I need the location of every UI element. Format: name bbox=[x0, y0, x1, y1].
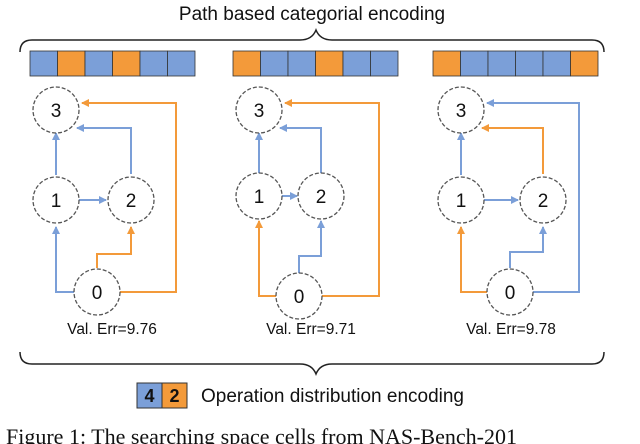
node-3 bbox=[32, 86, 80, 134]
node-3 bbox=[235, 86, 283, 134]
node-1 bbox=[437, 176, 485, 224]
node-2-label: 2 bbox=[538, 191, 549, 212]
encoding-cell bbox=[84, 50, 113, 77]
encoding-cell bbox=[232, 50, 261, 77]
edge-0-to-1 bbox=[457, 226, 487, 293]
node-0 bbox=[275, 272, 323, 320]
encoding-cell bbox=[515, 50, 544, 77]
edge-0-to-2 bbox=[509, 226, 547, 268]
distribution-blue-count: 4 bbox=[144, 386, 154, 406]
node-2-label: 2 bbox=[126, 191, 137, 212]
encoding-cell bbox=[342, 50, 371, 77]
curly-brace-down-icon bbox=[19, 27, 605, 53]
encoding-cell bbox=[287, 50, 316, 77]
cell-3: 3 1 2 0 Val. Err=9.78 bbox=[432, 50, 599, 338]
node-0-label: 0 bbox=[92, 283, 103, 304]
distribution-orange-count: 2 bbox=[169, 386, 179, 406]
node-2 bbox=[297, 172, 345, 220]
node-3-label: 3 bbox=[254, 101, 265, 122]
node-1 bbox=[32, 176, 80, 224]
node-2 bbox=[519, 176, 567, 224]
encoding-cell bbox=[370, 50, 399, 77]
encoding-cell bbox=[432, 50, 461, 77]
encoding-bar bbox=[29, 50, 196, 77]
encoding-cell bbox=[112, 50, 141, 77]
val-err-label: Val. Err=9.71 bbox=[266, 321, 356, 338]
encoding-cell bbox=[487, 50, 516, 77]
encoding-cell bbox=[260, 50, 289, 77]
encoding-cell bbox=[139, 50, 168, 77]
cell-1: 3 1 2 0 Val. Err=9.76 bbox=[29, 50, 196, 338]
node-0 bbox=[73, 268, 121, 316]
node-3-label: 3 bbox=[456, 101, 467, 122]
edge-0-to-3 bbox=[284, 99, 380, 297]
val-err-label: Val. Err=9.78 bbox=[466, 321, 556, 338]
encoding-cell bbox=[57, 50, 86, 77]
cell-2: 3 1 2 0 Val. Err=9.71 bbox=[232, 50, 399, 338]
node-0-label: 0 bbox=[505, 283, 516, 304]
edge-0-to-2 bbox=[96, 226, 135, 268]
distribution-orange-box bbox=[161, 382, 188, 409]
edge-2-to-3 bbox=[76, 124, 132, 174]
node-1-label: 1 bbox=[254, 187, 265, 208]
edge-0-to-1 bbox=[255, 220, 277, 297]
edge-0-to-1 bbox=[52, 226, 77, 293]
encoding-cell bbox=[167, 50, 196, 77]
encoding-bar bbox=[232, 50, 399, 77]
edge-0-to-3 bbox=[81, 99, 177, 293]
encoding-bar bbox=[432, 50, 599, 77]
val-err-label: Val. Err=9.76 bbox=[67, 321, 157, 338]
encoding-cell bbox=[570, 50, 599, 77]
edge-0-to-3 bbox=[486, 99, 580, 293]
node-1 bbox=[235, 172, 283, 220]
encoding-cell bbox=[315, 50, 344, 77]
distribution-label: Operation distribution encoding bbox=[201, 386, 464, 407]
edge-2-to-3 bbox=[279, 124, 322, 174]
figure-caption: Figure 1: The searching space cells from… bbox=[6, 424, 517, 444]
node-3 bbox=[437, 86, 485, 134]
edge-0-to-2 bbox=[298, 220, 325, 273]
encoding-cell bbox=[460, 50, 489, 77]
node-2-label: 2 bbox=[316, 187, 327, 208]
node-1-label: 1 bbox=[456, 191, 467, 212]
edge-2-to-3 bbox=[481, 124, 544, 174]
node-2 bbox=[107, 176, 155, 224]
node-1-label: 1 bbox=[51, 191, 62, 212]
node-3-label: 3 bbox=[51, 101, 62, 122]
title: Path based categorial encoding bbox=[179, 4, 445, 25]
node-0-label: 0 bbox=[294, 287, 305, 308]
encoding-cell bbox=[542, 50, 571, 77]
curly-brace-up-icon bbox=[19, 351, 605, 377]
node-0 bbox=[486, 268, 534, 316]
encoding-cell bbox=[29, 50, 58, 77]
distribution-encoding: 4 2 Operation distribution encoding bbox=[136, 382, 464, 409]
